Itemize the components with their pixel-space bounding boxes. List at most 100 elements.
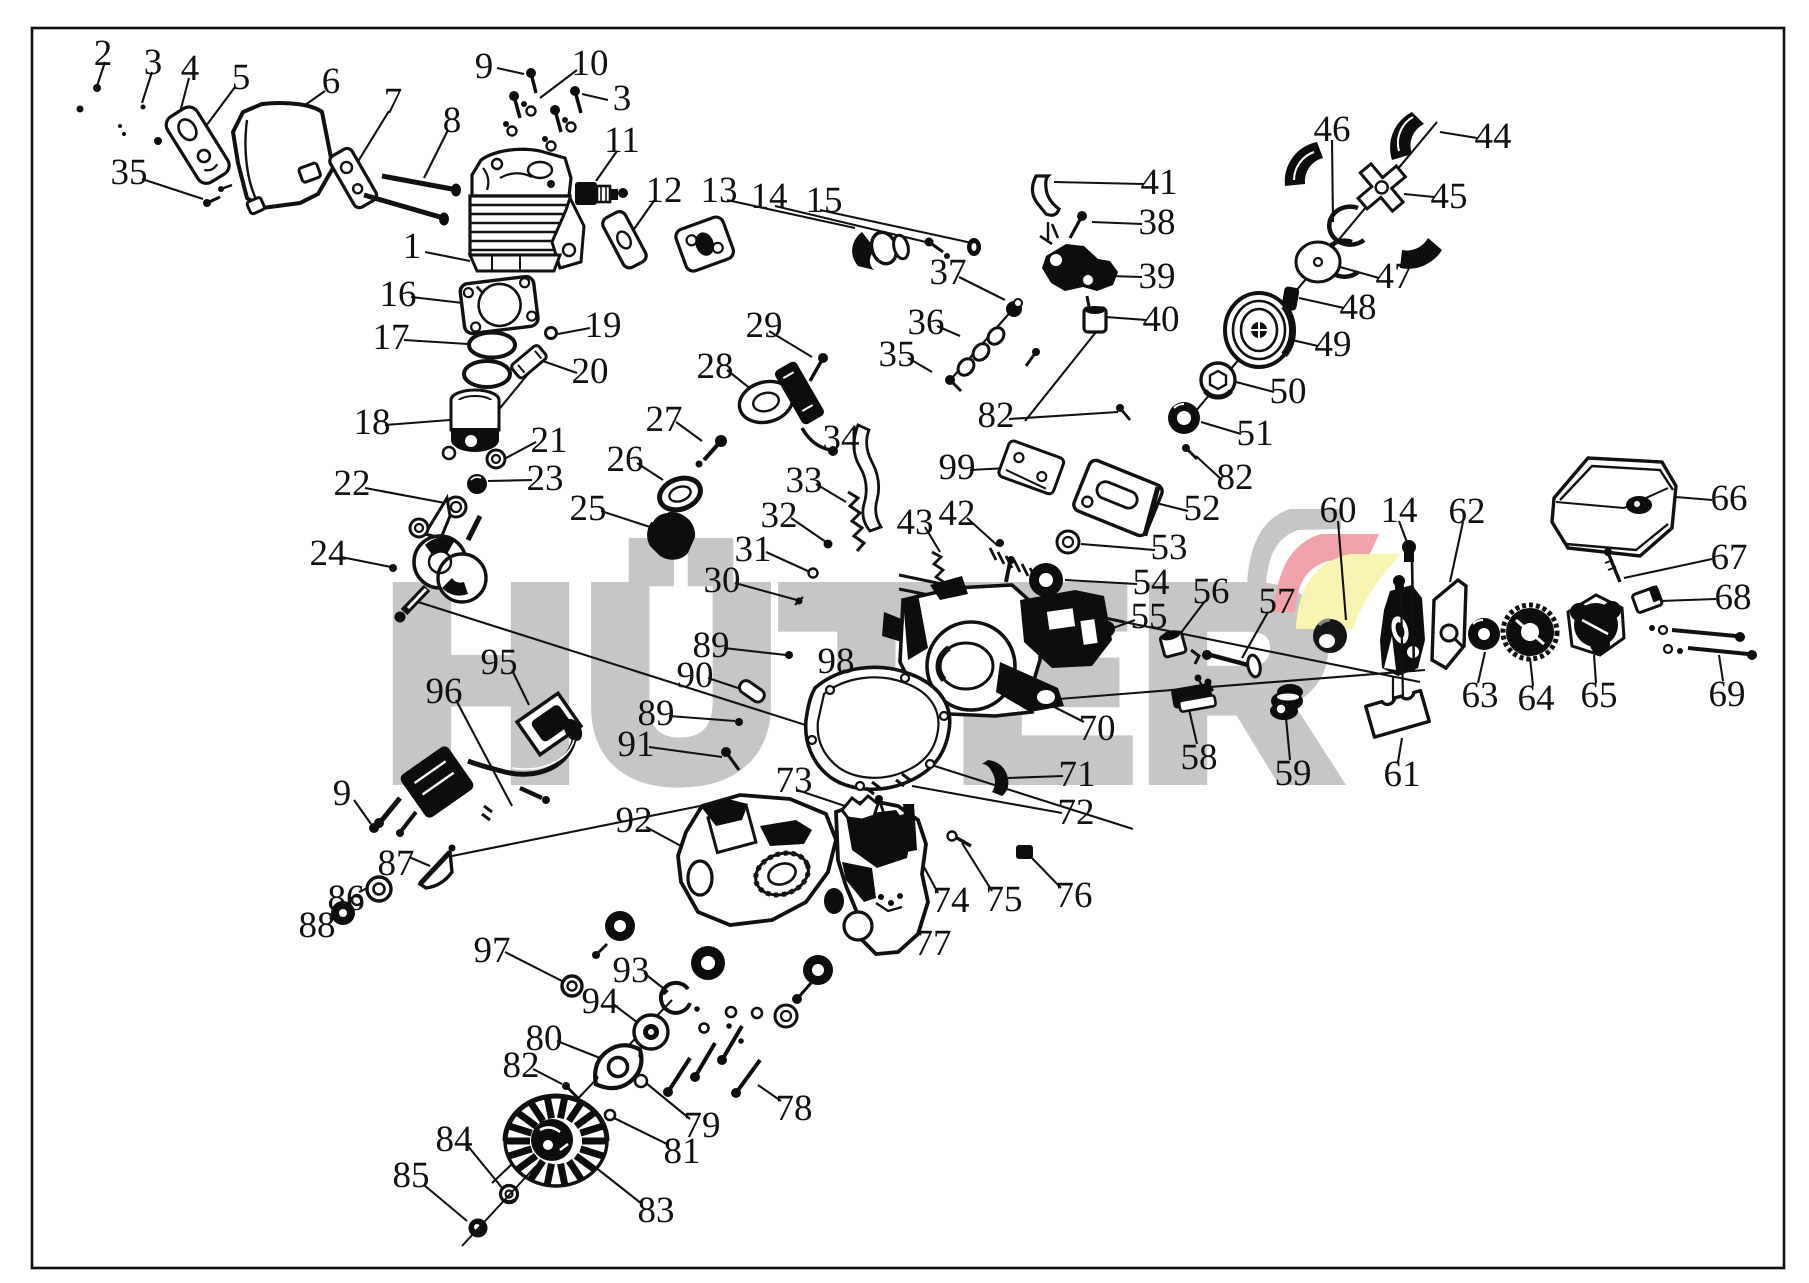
svg-text:35: 35 bbox=[111, 152, 148, 193]
svg-text:9: 9 bbox=[475, 46, 494, 87]
svg-text:64: 64 bbox=[1518, 678, 1555, 719]
svg-text:80: 80 bbox=[526, 1018, 563, 1059]
svg-text:58: 58 bbox=[1181, 737, 1218, 778]
svg-text:26: 26 bbox=[607, 439, 644, 480]
svg-text:75: 75 bbox=[986, 879, 1023, 920]
svg-text:98: 98 bbox=[818, 641, 855, 682]
svg-text:76: 76 bbox=[1056, 875, 1093, 916]
svg-text:18: 18 bbox=[354, 402, 391, 443]
svg-text:90: 90 bbox=[677, 655, 714, 696]
svg-text:38: 38 bbox=[1139, 202, 1176, 243]
svg-text:28: 28 bbox=[697, 346, 734, 387]
svg-text:61: 61 bbox=[1384, 754, 1421, 795]
svg-text:44: 44 bbox=[1475, 116, 1512, 157]
svg-text:54: 54 bbox=[1133, 562, 1170, 603]
svg-text:39: 39 bbox=[1139, 256, 1176, 297]
svg-text:33: 33 bbox=[786, 460, 823, 501]
svg-text:63: 63 bbox=[1462, 675, 1499, 716]
svg-text:23: 23 bbox=[527, 458, 564, 499]
svg-text:71: 71 bbox=[1059, 754, 1096, 795]
svg-text:43: 43 bbox=[897, 502, 934, 543]
svg-text:12: 12 bbox=[646, 170, 683, 211]
svg-text:60: 60 bbox=[1320, 490, 1357, 531]
svg-text:57: 57 bbox=[1259, 581, 1296, 622]
svg-text:51: 51 bbox=[1237, 413, 1274, 454]
svg-text:65: 65 bbox=[1581, 675, 1618, 716]
svg-text:7: 7 bbox=[384, 81, 403, 122]
svg-text:78: 78 bbox=[776, 1088, 813, 1129]
svg-text:24: 24 bbox=[310, 533, 347, 574]
svg-text:82: 82 bbox=[978, 395, 1015, 436]
svg-text:91: 91 bbox=[618, 724, 655, 765]
svg-text:40: 40 bbox=[1143, 299, 1180, 340]
svg-text:25: 25 bbox=[570, 488, 607, 529]
svg-text:46: 46 bbox=[1314, 109, 1351, 150]
svg-text:9: 9 bbox=[333, 773, 352, 814]
svg-text:29: 29 bbox=[746, 305, 783, 346]
svg-text:89: 89 bbox=[693, 625, 730, 666]
svg-text:27: 27 bbox=[646, 399, 683, 440]
svg-text:66: 66 bbox=[1711, 478, 1748, 519]
svg-text:5: 5 bbox=[232, 57, 251, 98]
svg-text:94: 94 bbox=[582, 981, 619, 1022]
svg-text:72: 72 bbox=[1058, 792, 1095, 833]
svg-text:92: 92 bbox=[616, 800, 653, 841]
svg-text:99: 99 bbox=[939, 447, 976, 488]
svg-text:48: 48 bbox=[1340, 287, 1377, 328]
svg-text:11: 11 bbox=[604, 120, 640, 161]
svg-text:93: 93 bbox=[613, 950, 650, 991]
svg-text:70: 70 bbox=[1079, 708, 1116, 749]
svg-text:82: 82 bbox=[1217, 457, 1254, 498]
svg-text:4: 4 bbox=[181, 48, 200, 89]
svg-text:8: 8 bbox=[443, 100, 462, 141]
svg-text:82: 82 bbox=[503, 1045, 540, 1086]
svg-text:73: 73 bbox=[776, 760, 813, 801]
svg-text:3: 3 bbox=[144, 42, 163, 83]
svg-text:68: 68 bbox=[1715, 577, 1752, 618]
svg-text:97: 97 bbox=[474, 930, 511, 971]
svg-text:87: 87 bbox=[378, 843, 415, 884]
svg-text:96: 96 bbox=[426, 671, 463, 712]
svg-text:34: 34 bbox=[823, 418, 860, 459]
svg-text:1: 1 bbox=[403, 226, 422, 267]
svg-text:47: 47 bbox=[1376, 256, 1413, 297]
svg-text:17: 17 bbox=[373, 317, 410, 358]
svg-text:42: 42 bbox=[939, 493, 976, 534]
svg-text:77: 77 bbox=[915, 923, 952, 964]
svg-text:55: 55 bbox=[1131, 596, 1168, 637]
svg-text:31: 31 bbox=[735, 529, 772, 570]
svg-text:52: 52 bbox=[1184, 488, 1221, 529]
svg-text:81: 81 bbox=[664, 1131, 701, 1172]
svg-text:37: 37 bbox=[930, 252, 967, 293]
svg-text:21: 21 bbox=[531, 420, 568, 461]
svg-text:20: 20 bbox=[572, 351, 609, 392]
svg-text:59: 59 bbox=[1275, 753, 1312, 794]
svg-text:45: 45 bbox=[1431, 176, 1468, 217]
svg-text:36: 36 bbox=[908, 302, 945, 343]
svg-text:13: 13 bbox=[701, 170, 738, 211]
svg-text:2: 2 bbox=[94, 33, 113, 74]
svg-text:6: 6 bbox=[322, 61, 341, 102]
svg-text:15: 15 bbox=[806, 180, 843, 221]
svg-text:56: 56 bbox=[1193, 571, 1230, 612]
svg-text:19: 19 bbox=[585, 305, 622, 346]
svg-text:41: 41 bbox=[1141, 162, 1178, 203]
svg-text:14: 14 bbox=[1381, 490, 1418, 531]
svg-text:14: 14 bbox=[751, 176, 788, 217]
svg-text:50: 50 bbox=[1270, 371, 1307, 412]
svg-text:67: 67 bbox=[1711, 537, 1748, 578]
svg-text:22: 22 bbox=[334, 463, 371, 504]
svg-text:30: 30 bbox=[704, 560, 741, 601]
svg-text:86: 86 bbox=[328, 878, 365, 919]
svg-text:88: 88 bbox=[299, 905, 336, 946]
svg-text:69: 69 bbox=[1709, 674, 1746, 715]
svg-text:85: 85 bbox=[393, 1155, 430, 1196]
svg-text:49: 49 bbox=[1315, 324, 1352, 365]
svg-text:83: 83 bbox=[638, 1190, 675, 1231]
svg-text:35: 35 bbox=[879, 334, 916, 375]
svg-text:95: 95 bbox=[481, 642, 518, 683]
svg-text:89: 89 bbox=[638, 693, 675, 734]
svg-text:16: 16 bbox=[380, 274, 417, 315]
svg-text:10: 10 bbox=[572, 43, 609, 84]
svg-text:53: 53 bbox=[1151, 527, 1188, 568]
